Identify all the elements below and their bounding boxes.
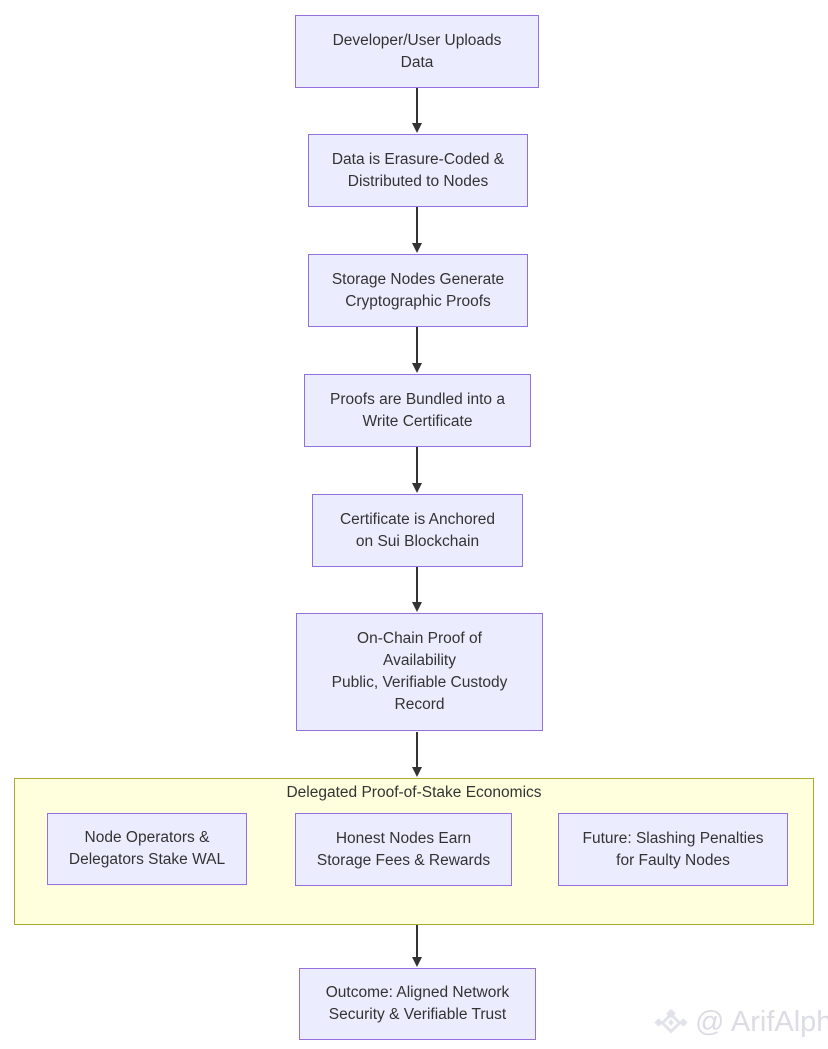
node-label-line: Availability xyxy=(383,652,456,669)
node-label-line: Security & Verifiable Trust xyxy=(328,1006,507,1023)
node-outcome-aligned-security: Outcome: Aligned Network Security & Veri… xyxy=(299,968,536,1040)
arrow-poa-to-cluster xyxy=(411,732,423,777)
watermark-text: @ ArifAlpha xyxy=(695,1006,828,1038)
node-storage-nodes-generate-proofs: Storage Nodes Generate Cryptographic Pro… xyxy=(308,254,528,327)
node-label-line: On-Chain Proof of xyxy=(357,630,482,647)
arrow-shaft xyxy=(416,567,418,604)
arrow-shaft xyxy=(416,327,418,365)
node-label-line: on Sui Blockchain xyxy=(355,532,480,550)
arrow-erasure-to-proofs xyxy=(411,207,423,253)
arrow-proofs-to-certificate xyxy=(411,327,423,373)
cluster-title-line: Economics xyxy=(465,784,542,801)
arrow-shaft xyxy=(416,447,418,485)
arrow-shaft xyxy=(416,88,418,125)
arrow-shaft xyxy=(416,925,418,959)
arrowhead-icon xyxy=(411,123,422,133)
arrow-certificate-to-anchor xyxy=(411,447,423,493)
node-label-line: Record xyxy=(394,696,445,713)
cluster-title: Delegated Proof-of-Stake Economics xyxy=(15,782,813,804)
node-developer-uploads-data: Developer/User Uploads Data xyxy=(295,15,539,88)
node-label-line: Honest Nodes Earn xyxy=(335,829,472,847)
arrow-anchor-to-poa xyxy=(411,567,423,612)
node-label-line: Write Certificate xyxy=(362,412,473,430)
node-label-line: for Faulty Nodes xyxy=(616,851,730,869)
arrowhead-icon xyxy=(411,602,422,612)
arrow-shaft xyxy=(416,207,418,245)
node-label-line: Data xyxy=(400,53,434,71)
node-label-line: Distributed to Nodes xyxy=(347,172,489,190)
arrowhead-icon xyxy=(411,243,422,253)
watermark: @ ArifAlpha xyxy=(652,1001,828,1043)
cluster-title-line: Delegated Proof-of-Stake xyxy=(286,784,462,801)
node-anchored-sui-blockchain: Certificate is Anchored on Sui Blockchai… xyxy=(312,494,523,567)
node-label-line: Cryptographic Proofs xyxy=(345,292,491,310)
node-slashing-penalties: Future: Slashing Penalties for Faulty No… xyxy=(558,813,788,886)
node-label-line: Developer/User Uploads xyxy=(332,31,502,49)
node-label-line: Certificate is Anchored xyxy=(339,510,496,528)
node-label-line: Data is Erasure-Coded & xyxy=(331,150,505,168)
node-label-line: Storage Fees & Rewards xyxy=(316,851,491,869)
arrowhead-icon xyxy=(411,957,422,967)
arrowhead-icon xyxy=(411,483,422,493)
node-label-line: Future: Slashing Penalties xyxy=(582,829,764,847)
node-erasure-coded-distributed: Data is Erasure-Coded & Distributed to N… xyxy=(308,134,528,207)
diamond-logo-icon xyxy=(654,1008,688,1034)
arrow-upload-to-erasure xyxy=(411,88,423,133)
node-storage-fees-rewards: Honest Nodes Earn Storage Fees & Rewards xyxy=(295,813,512,886)
node-write-certificate: Proofs are Bundled into a Write Certific… xyxy=(304,374,531,447)
arrowhead-icon xyxy=(411,363,422,373)
node-label-line: Proofs are Bundled into a xyxy=(330,390,505,408)
node-stake-wal: Node Operators & Delegators Stake WAL xyxy=(47,813,247,885)
node-label-line: Public, Verifiable Custody xyxy=(331,674,508,691)
arrowhead-icon xyxy=(411,767,422,777)
arrow-cluster-to-outcome xyxy=(411,925,423,967)
node-label-line: Node Operators & xyxy=(84,829,210,846)
arrow-shaft xyxy=(416,732,418,769)
node-label-line: Delegators Stake WAL xyxy=(68,851,226,868)
node-label-line: Storage Nodes Generate xyxy=(331,270,505,288)
node-label-line: Outcome: Aligned Network xyxy=(325,984,510,1001)
node-onchain-proof-of-availability: On-Chain Proof of Availability Public, V… xyxy=(296,613,543,731)
